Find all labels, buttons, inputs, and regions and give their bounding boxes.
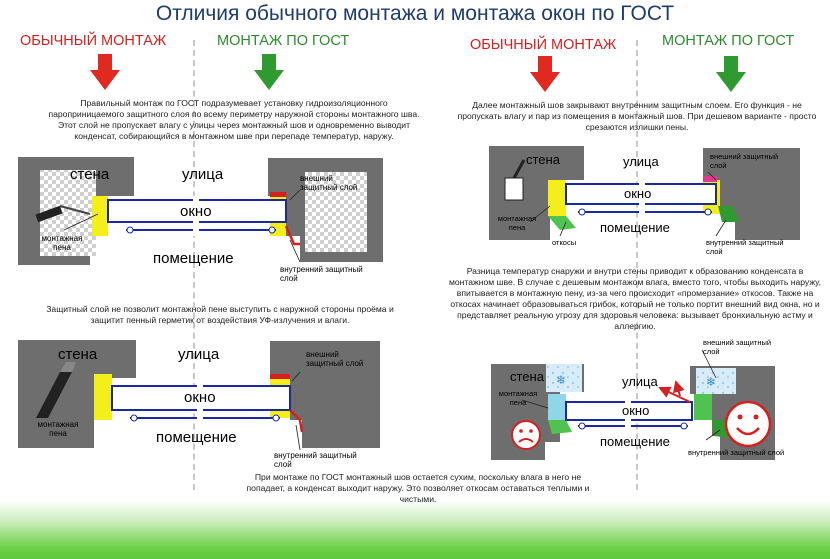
paragraph-condensation: Разница температур снаружи и внутри стен… xyxy=(448,266,821,331)
label-wall: стена xyxy=(70,166,110,183)
label-foam: монтажная пена xyxy=(41,234,83,252)
page-title: Отличия обычного монтажа и монтажа окон … xyxy=(155,2,675,25)
paragraph-inner-layer: Далее монтажный шов закрывают внутренним… xyxy=(457,100,817,132)
utility-knife-icon xyxy=(36,362,76,418)
label-window: окно xyxy=(180,203,212,220)
red-down-arrow-icon xyxy=(530,56,560,92)
header-regular-left: ОБЫЧНЫЙ МОНТАЖ xyxy=(20,33,167,49)
header-regular-right: ОБЫЧНЫЙ МОНТАЖ xyxy=(470,37,617,53)
label-street: улица xyxy=(178,346,220,363)
header-gost-left: МОНТАЖ ПО ГОСТ xyxy=(217,33,350,49)
caulk-gun-icon xyxy=(35,205,91,223)
label-street: улица xyxy=(182,166,224,183)
separator-left xyxy=(193,40,195,490)
label-window: окно xyxy=(624,186,652,201)
label-room: помещение xyxy=(153,250,234,267)
diagram-regular-vs-gost-bottom xyxy=(18,340,380,448)
label-slopes: откосы xyxy=(552,238,577,247)
label-foam: монтажная пена xyxy=(497,214,537,232)
label-inner-layer: внутренний защитный слой xyxy=(274,451,357,469)
label-room: помещение xyxy=(156,429,237,446)
label-outer-layer: внешний защитный слой xyxy=(300,174,358,192)
label-outer-layer: внешний защитный слой xyxy=(710,152,779,170)
separator-right xyxy=(636,40,638,490)
sad-face-icon xyxy=(511,420,541,450)
green-down-arrow-icon xyxy=(716,56,746,92)
label-wall: стена xyxy=(58,346,98,363)
snowflake-icon: ❄ ❄ xyxy=(556,373,716,389)
bottom-gradient-band xyxy=(0,500,830,559)
diagram-inner-layer xyxy=(489,146,800,240)
red-down-arrow-icon xyxy=(90,54,120,90)
green-down-arrow-icon xyxy=(254,54,284,90)
happy-face-icon xyxy=(724,400,772,448)
label-wall: стена xyxy=(526,152,560,167)
paragraph-protective-layer: Защитный слой не позволит монтажной пене… xyxy=(46,304,394,325)
label-window: окно xyxy=(622,403,650,418)
label-outer-layer: внешний защитный слой xyxy=(703,338,772,356)
label-foam: монтажная пена xyxy=(498,389,538,407)
spatula-icon xyxy=(504,159,526,201)
paragraph-gost-layer: Правильный монтаж по ГОСТ подразумевает … xyxy=(48,98,420,141)
label-street: улица xyxy=(622,374,658,389)
svg-text:❄: ❄ xyxy=(706,375,716,389)
header-gost-right: МОНТАЖ ПО ГОСТ xyxy=(662,33,795,49)
label-room: помещение xyxy=(600,220,670,235)
label-inner-layer: внутренний защитный слой xyxy=(706,238,784,256)
label-inner-layer: внутренний защитный слой xyxy=(688,448,785,457)
label-room: помещение xyxy=(600,434,670,449)
label-outer-layer: внешний защитный слой xyxy=(306,350,364,368)
paragraph-dry-seam: При монтаже по ГОСТ монтажный шов остает… xyxy=(246,472,590,504)
svg-text:❄: ❄ xyxy=(556,373,566,387)
label-window: окно xyxy=(184,389,216,406)
label-foam: монтажная пена xyxy=(37,420,79,438)
label-inner-layer: внутренний защитный слой xyxy=(280,265,363,283)
label-wall: стена xyxy=(510,369,544,384)
label-street: улица xyxy=(623,154,659,169)
